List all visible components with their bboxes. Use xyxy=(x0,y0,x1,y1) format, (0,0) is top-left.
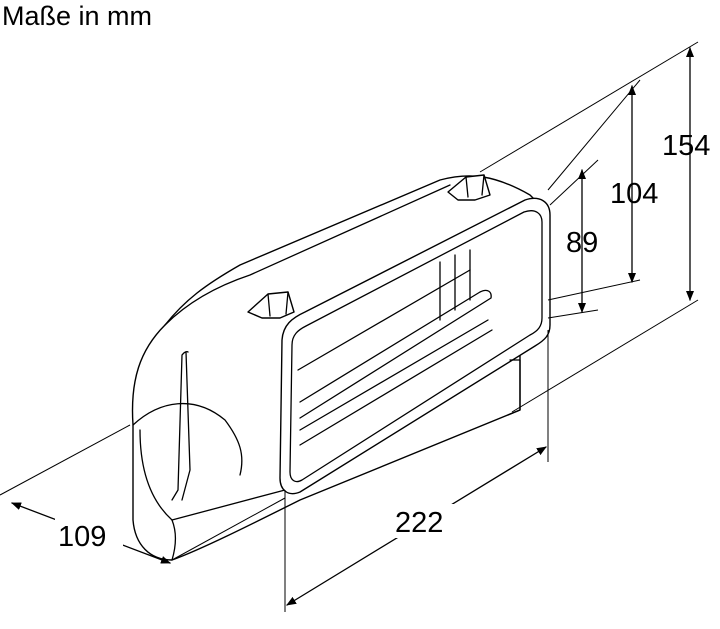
dim-height-inner: 89 xyxy=(566,169,598,313)
elbow-base-line xyxy=(171,489,286,521)
units-caption: Maße in mm xyxy=(2,1,153,31)
dim-height-total: 154 xyxy=(662,47,710,301)
louver-bar-mid xyxy=(297,269,471,371)
mounting-tabs xyxy=(247,174,491,319)
dim-label-154: 154 xyxy=(662,130,710,162)
elbow-bend-curve xyxy=(132,402,243,476)
dim-label-104: 104 xyxy=(610,178,658,210)
dim-length: 222 xyxy=(286,446,547,606)
dim-depth: 109 xyxy=(11,502,171,564)
elbow-bottom-edge xyxy=(171,519,177,561)
louver-bar-lower xyxy=(299,319,493,446)
side-slot xyxy=(171,350,191,501)
bottom-sleeve xyxy=(507,359,521,416)
dim-height-middle: 104 xyxy=(610,85,658,283)
elbow-top-edge xyxy=(164,184,451,326)
louver-bar-upper xyxy=(299,289,492,419)
dim-label-109: 109 xyxy=(58,521,106,553)
extension-lines xyxy=(0,41,699,612)
dim-label-222: 222 xyxy=(395,507,443,539)
dim-label-89: 89 xyxy=(566,227,598,259)
